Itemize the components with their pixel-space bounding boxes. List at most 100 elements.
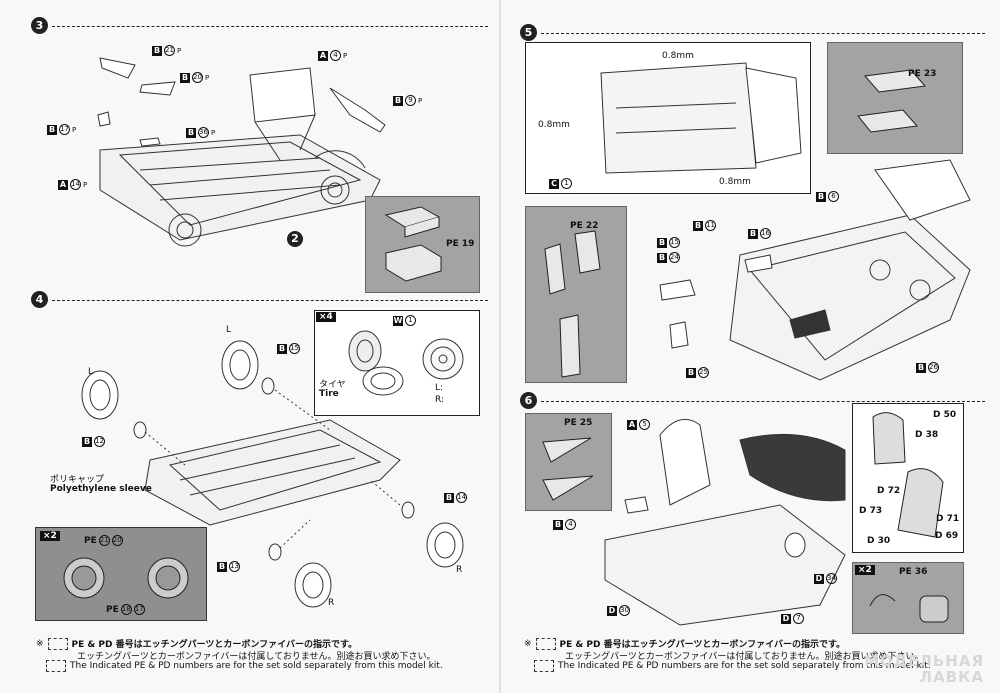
- step-4-rule: [52, 300, 488, 301]
- extinguisher-drawing: [869, 594, 949, 623]
- side-right-label: R: [456, 565, 463, 575]
- pe-22-pedal-box: PE 22: [525, 206, 627, 383]
- footer-note-en: The Indicated PE & PD numbers are for th…: [46, 660, 443, 672]
- floor-drawing: [600, 62, 802, 174]
- pe-label: PE: [446, 239, 459, 249]
- seat-detail-box: D 50 D 38 D 72 D 73 D 71 D 30 D 69: [852, 403, 964, 553]
- footer-note-en: The Indicated PE & PD numbers are for th…: [534, 660, 931, 672]
- side-right-label: R: [328, 598, 335, 608]
- side-left-label: L: [226, 325, 232, 335]
- extinguisher-detail-box: ×2 PE 36: [852, 562, 964, 634]
- step-6-rule: [541, 401, 985, 402]
- step-3-rule: [52, 26, 488, 27]
- pe-19-detail-box: PE 19: [365, 196, 480, 293]
- step-3-badge: 3: [31, 17, 48, 34]
- pe-label: PE: [908, 69, 921, 79]
- multiplier-badge: ×4: [316, 312, 336, 322]
- step-4-badge: 4: [31, 291, 48, 308]
- side-left-label: L: [88, 367, 94, 377]
- step-2-reference: 2: [287, 231, 303, 247]
- pe-25-drawing: [542, 437, 594, 501]
- multiplier-badge: ×2: [855, 565, 875, 575]
- thickness-label: 0.8mm: [538, 120, 570, 130]
- pe-number: 23: [923, 69, 937, 79]
- pe-number: 22: [585, 221, 599, 231]
- page-gutter: [499, 0, 501, 693]
- step-5-rule: [541, 33, 985, 34]
- step-6-interior-drawing: [604, 418, 846, 626]
- pe-label: PE: [570, 221, 583, 231]
- seat-part-label: D 69: [935, 531, 959, 541]
- thickness-label: 0.8mm: [719, 177, 751, 187]
- pe-number: 36: [914, 567, 928, 577]
- tire-en-label: Tire: [319, 389, 339, 399]
- pe-label: PE: [899, 567, 912, 577]
- pe-23-drawing: [857, 69, 926, 133]
- step-4-wheel-drawing: [81, 340, 464, 608]
- footer-note-jp: ※PE & PD 番号はエッチングパーツとカーボンファイバーの指示です。: [524, 637, 846, 650]
- seat-part-label: D 38: [915, 430, 939, 440]
- seat-drawing: [872, 412, 944, 538]
- pe-number: 25: [579, 418, 593, 428]
- footer-note-jp: ※PE & PD 番号はエッチングパーツとカーボンファイバーの指示です。: [36, 637, 358, 650]
- pe-number: 19: [461, 239, 475, 249]
- seat-part-label: D 50: [933, 410, 957, 420]
- thickness-label: 0.8mm: [662, 51, 694, 61]
- step-5-badge: 5: [520, 24, 537, 41]
- seat-part-label: D 71: [936, 514, 960, 524]
- pe-25-detail-box: PE 25: [525, 413, 612, 511]
- pedal-drawing: [544, 230, 601, 378]
- seat-part-label: D 73: [859, 506, 883, 516]
- pe-label: PE: [564, 418, 577, 428]
- pe-19-drawing: [384, 206, 443, 282]
- polycap-en-label: Polyethylene sleeve: [50, 484, 152, 494]
- seat-part-label: D 72: [877, 486, 901, 496]
- step-3-chassis-drawing: [97, 57, 386, 247]
- left-label: L:: [435, 383, 444, 393]
- polycap-jp-label: ポリキャップ: [50, 475, 105, 485]
- footer-note-jp-2: エッチングパーツとカーボンファイバーは付属しておりません。別途お買い求め下さい。: [565, 652, 924, 662]
- pe-23-detail-box: PE 23: [827, 42, 963, 154]
- footer-note-jp-2: エッチングパーツとカーボンファイバーは付属しておりません。別途お買い求め下さい。: [77, 652, 436, 662]
- step-6-badge: 6: [520, 392, 537, 409]
- tire-drawing: [348, 330, 464, 396]
- step-5-interior-drawing: [659, 159, 971, 381]
- wheel-pe-drawing: [63, 557, 189, 599]
- right-label: R:: [435, 395, 445, 405]
- seat-part-label: D 30: [867, 536, 891, 546]
- multiplier-badge: ×2: [40, 531, 60, 541]
